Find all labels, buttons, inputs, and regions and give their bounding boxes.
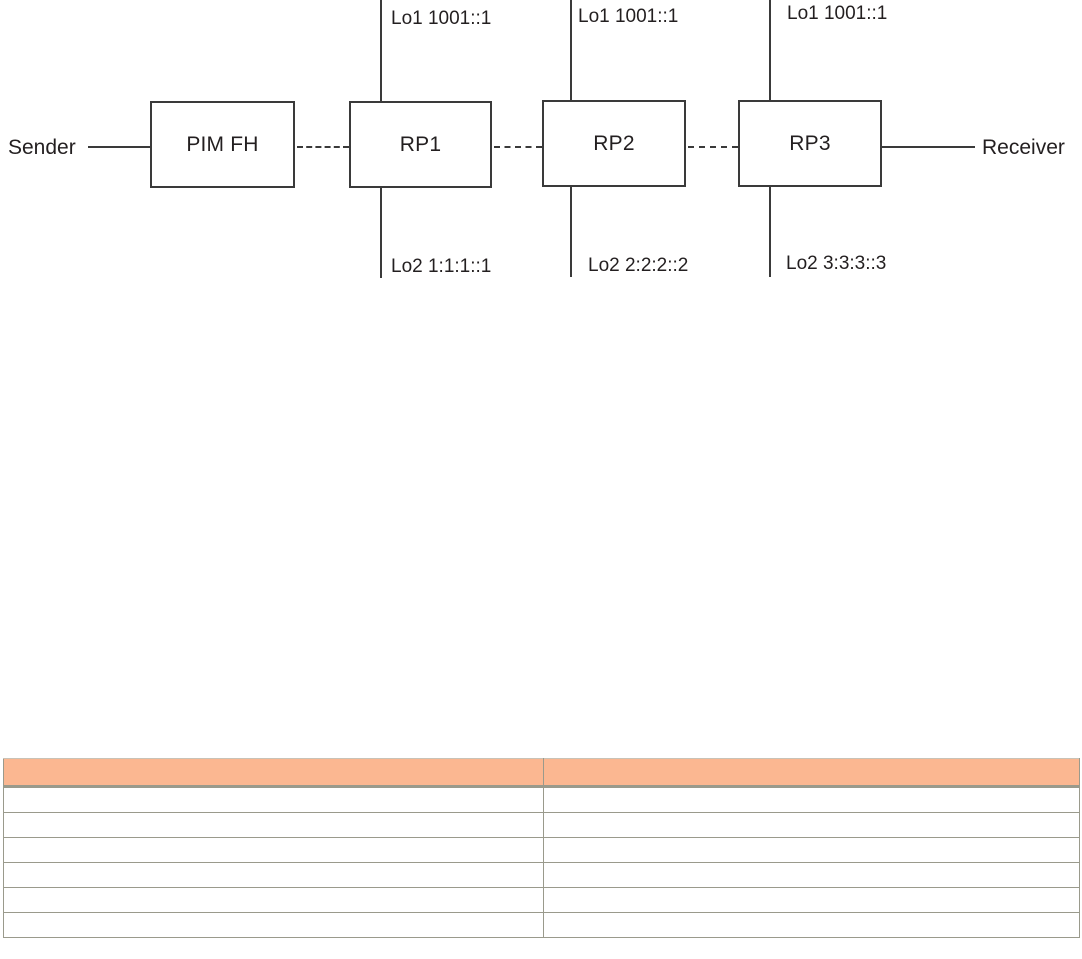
table-cell xyxy=(543,887,1080,913)
rp3-lo1-line xyxy=(769,0,771,100)
node-rp1-label: RP1 xyxy=(399,132,442,156)
node-rp3[interactable]: RP3 xyxy=(738,100,882,187)
node-rp2[interactable]: RP2 xyxy=(542,100,686,187)
rp2-lo2-line xyxy=(570,187,572,277)
link-rp1-rp2 xyxy=(494,146,542,148)
table-cell xyxy=(3,786,544,813)
receiver-label: Receiver xyxy=(982,136,1065,159)
rp2-lo1-label: Lo1 1001::1 xyxy=(578,6,679,27)
table-cell xyxy=(543,812,1080,838)
table-header-cell-2 xyxy=(543,758,1080,788)
sender-label: Sender xyxy=(8,136,76,159)
table-cell xyxy=(543,786,1080,813)
table-cell xyxy=(3,812,544,838)
table-row xyxy=(3,837,1080,863)
table-cell xyxy=(3,912,544,938)
rp3-lo2-line xyxy=(769,187,771,277)
rp2-lo1-line xyxy=(570,0,572,100)
node-rp3-label: RP3 xyxy=(789,131,831,155)
link-rp2-rp3 xyxy=(688,146,738,148)
table-row xyxy=(3,912,1080,938)
table-cell xyxy=(543,862,1080,888)
link-pimfh-rp1 xyxy=(297,146,349,148)
data-table xyxy=(3,758,1080,938)
rp1-lo2-label: Lo2 1:1:1::1 xyxy=(391,256,492,277)
node-pim-fh-label: PIM FH xyxy=(186,132,259,156)
table-cell xyxy=(3,837,544,863)
rp3-lo2-label: Lo2 3:3:3::3 xyxy=(786,253,887,274)
table-row xyxy=(3,862,1080,888)
link-rp3-receiver xyxy=(882,146,975,148)
rp1-lo1-line xyxy=(380,0,382,101)
table-row xyxy=(3,812,1080,838)
network-topology-diagram: Sender PIM FH Lo1 1001::1 Lo2 1:1:1::1 R… xyxy=(0,0,1082,300)
rp3-lo1-label: Lo1 1001::1 xyxy=(787,3,888,24)
rp1-lo2-line xyxy=(380,188,382,278)
node-rp1[interactable]: RP1 xyxy=(349,101,492,188)
table-row xyxy=(3,786,1080,813)
table-cell xyxy=(543,837,1080,863)
table-row xyxy=(3,887,1080,913)
table-header-cell-1 xyxy=(3,758,544,788)
node-pim-fh[interactable]: PIM FH xyxy=(150,101,295,188)
rp1-lo1-label: Lo1 1001::1 xyxy=(391,8,492,29)
table-cell xyxy=(543,912,1080,938)
rp2-lo2-label: Lo2 2:2:2::2 xyxy=(588,255,689,276)
link-sender-pimfh xyxy=(88,146,150,148)
table-cell xyxy=(3,862,544,888)
node-rp2-label: RP2 xyxy=(593,131,635,155)
table-header-row xyxy=(3,758,1080,788)
table-cell xyxy=(3,887,544,913)
